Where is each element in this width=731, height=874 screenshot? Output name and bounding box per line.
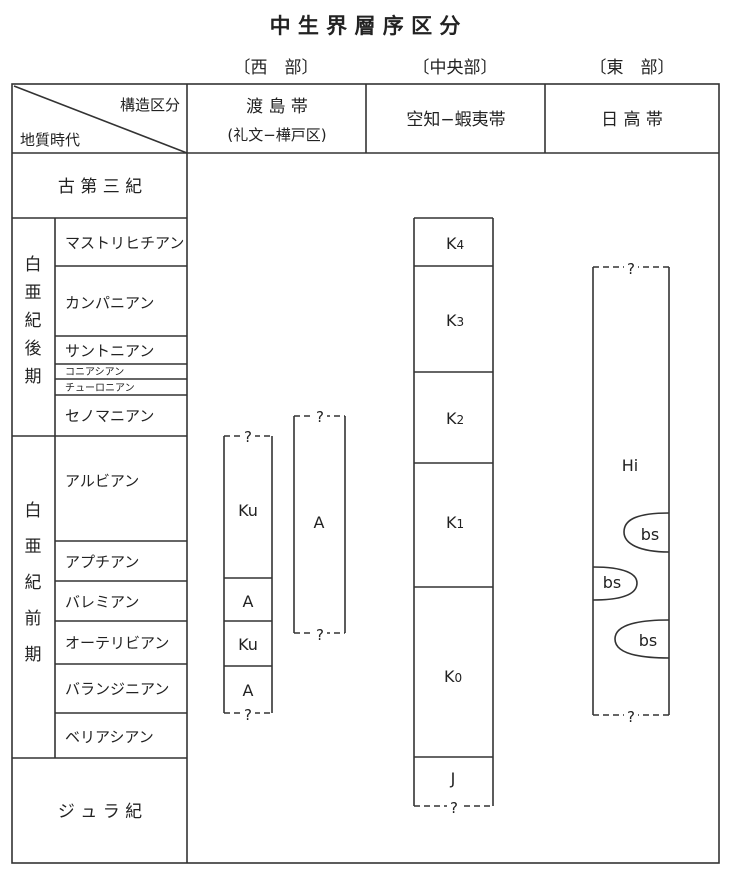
svg-text:カンパニアン: カンパニアン — [65, 294, 154, 312]
period-paleogene: 古 第 三 紀 — [58, 177, 142, 197]
region-central: 〔中央部〕 — [413, 58, 498, 78]
svg-text:紀: 紀 — [25, 573, 42, 593]
structure-label: 構造区分 — [120, 96, 180, 114]
svg-text:白: 白 — [25, 255, 42, 275]
region-west: 〔西 部〕 — [234, 58, 319, 78]
zone-west: 渡 島 帯 — [246, 97, 308, 117]
svg-text:アプチアン: アプチアン — [65, 553, 139, 571]
svg-text:バランジニアン: バランジニアン — [65, 680, 169, 698]
unit-K1: K1 — [446, 513, 464, 532]
header-diagonal — [13, 85, 188, 154]
stage-list: マストリヒチアン カンパニアン サントニアン コニアシアン チューロニアン セノ… — [65, 234, 184, 746]
column-central: ? K4 K3 K2 K1 K0 J — [413, 217, 494, 817]
column-east: ? ? Hi bs bs bs — [592, 259, 670, 726]
svg-text:オーテリビアン: オーテリビアン — [65, 634, 169, 652]
svg-text:期: 期 — [25, 367, 42, 387]
svg-text:サントニアン: サントニアン — [65, 342, 154, 360]
svg-text:bs: bs — [603, 573, 622, 592]
svg-text:?: ? — [627, 708, 635, 726]
period-late-cretaceous: 白 亜 紀 後 期 — [25, 255, 42, 387]
unit-K0: K0 — [444, 667, 462, 686]
svg-text:?: ? — [316, 626, 324, 644]
svg-text:?: ? — [244, 428, 252, 446]
svg-text:bs: bs — [641, 525, 660, 544]
unit-Ku: Ku — [238, 635, 258, 654]
svg-text:アルビアン: アルビアン — [65, 472, 139, 490]
svg-text:?: ? — [244, 706, 252, 724]
zone-central: 空知−蝦夷帯 — [406, 110, 505, 130]
zone-east: 日 高 帯 — [601, 110, 663, 130]
unit-A: A — [243, 681, 254, 700]
unit-K2: K2 — [446, 409, 464, 428]
diagram-title: 中 生 界 層 序 区 分 — [270, 14, 461, 38]
svg-text:亜: 亜 — [25, 537, 42, 557]
period-early-cretaceous: 白 亜 紀 前 期 — [25, 501, 42, 665]
svg-text:マストリヒチアン: マストリヒチアン — [65, 234, 184, 252]
age-label: 地質時代 — [20, 131, 80, 149]
svg-text:?: ? — [627, 260, 635, 278]
table-frame — [11, 83, 720, 864]
svg-text:亜: 亜 — [25, 283, 42, 303]
svg-text:後: 後 — [25, 339, 42, 359]
svg-text:セノマニアン: セノマニアン — [65, 407, 154, 425]
svg-text:チューロニアン: チューロニアン — [65, 382, 135, 394]
zone-west-sub: (礼文−樺戸区) — [227, 126, 326, 144]
svg-text:?: ? — [316, 408, 324, 426]
unit-A: A — [243, 592, 254, 611]
svg-text:前: 前 — [25, 609, 42, 629]
svg-text:?: ? — [450, 799, 458, 817]
lens-bs — [623, 512, 670, 553]
svg-text:bs: bs — [639, 631, 658, 650]
lens-bs — [592, 566, 638, 601]
unit-K3: K3 — [446, 311, 464, 330]
unit-Ku: Ku — [238, 501, 258, 520]
lens-bs — [614, 619, 670, 659]
column-west-1: ? ? Ku A Ku A — [223, 428, 273, 724]
period-jurassic: ジ ュ ラ 紀 — [58, 802, 142, 822]
svg-text:コニアシアン: コニアシアン — [65, 367, 124, 378]
svg-text:期: 期 — [25, 645, 42, 665]
svg-text:ベリアシアン: ベリアシアン — [65, 728, 154, 746]
svg-text:紀: 紀 — [25, 311, 42, 331]
unit-Hi: Hi — [622, 456, 638, 475]
unit-J: J — [450, 769, 456, 788]
region-east: 〔東 部〕 — [590, 58, 675, 78]
column-west-2: ? ? A — [293, 408, 346, 644]
unit-K4: K4 — [446, 234, 464, 253]
svg-text:バレミアン: バレミアン — [65, 593, 139, 611]
svg-text:白: 白 — [25, 501, 42, 521]
unit-A: A — [314, 513, 325, 532]
